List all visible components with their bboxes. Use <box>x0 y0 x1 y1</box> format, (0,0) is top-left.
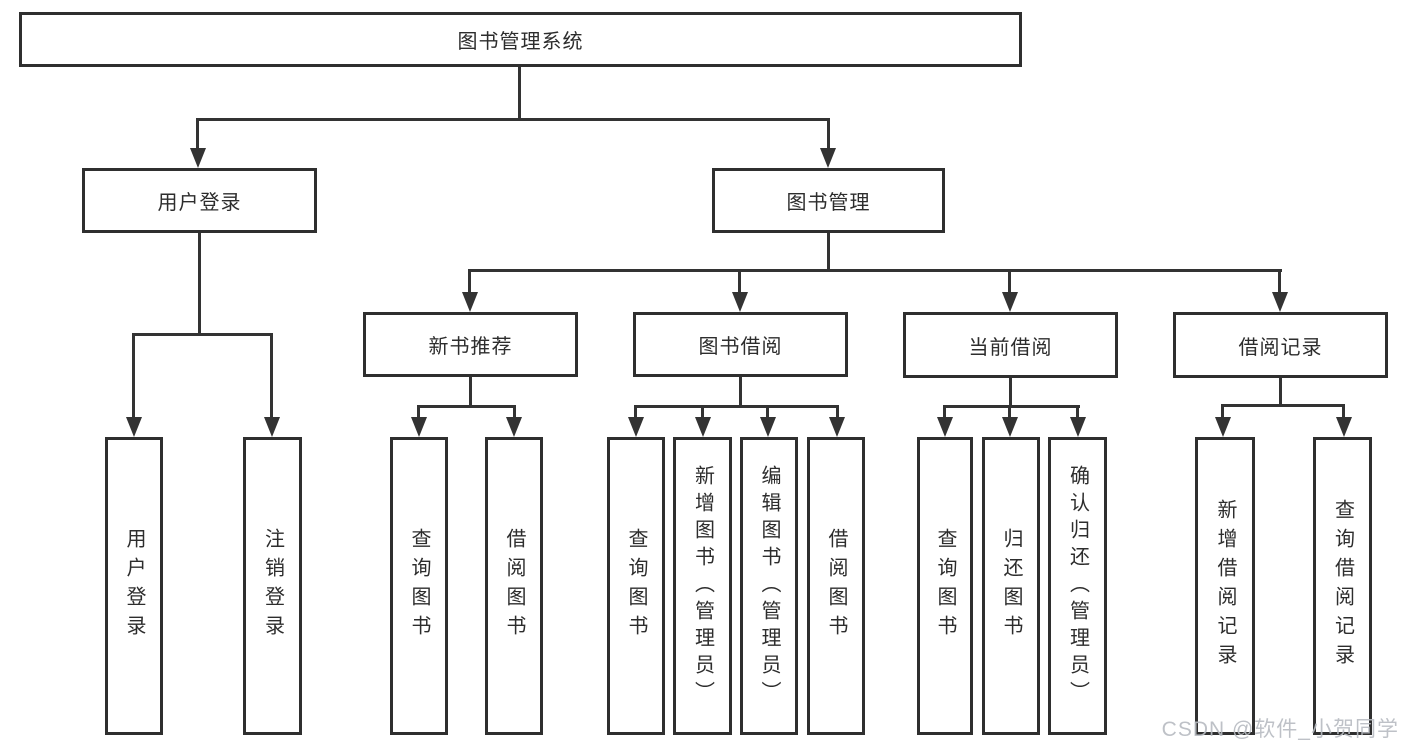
node-user-login-label: 用户登录 <box>157 192 242 214</box>
connector-drop <box>132 335 135 419</box>
leaf-query-book-borrow-label: 查询图书 <box>625 528 647 644</box>
connector-drop <box>417 407 420 419</box>
arrow-down-icon <box>820 148 836 168</box>
leaf-logout-label: 注销登录 <box>261 528 284 644</box>
connector-drop <box>827 120 830 150</box>
leaf-query-borrow-record: 查询借阅记录 <box>1313 437 1372 735</box>
arrow-down-icon <box>411 417 427 437</box>
leaf-borrow-book-recommend-label: 借阅图书 <box>503 528 525 644</box>
csdn-watermark: CSDN @软件_小贺同学 <box>1161 718 1399 741</box>
connector-bookmgmt-rail <box>468 269 1282 272</box>
leaf-logout: 注销登录 <box>243 437 302 735</box>
connector-drop <box>1076 407 1079 419</box>
leaf-confirm-return-admin-label: 确认归还（管理员） <box>1066 464 1089 708</box>
connector-bookmgmt-stem <box>827 233 830 271</box>
leaf-query-book-borrow: 查询图书 <box>607 437 665 735</box>
connector-borrow-rail <box>634 405 839 408</box>
leaf-confirm-return-admin: 确认归还（管理员） <box>1048 437 1107 735</box>
node-book-borrow: 图书借阅 <box>633 312 848 377</box>
connector-root-rail <box>196 118 830 121</box>
node-book-management-label: 图书管理 <box>786 192 871 214</box>
connector-drop <box>1008 407 1011 419</box>
node-root-label: 图书管理系统 <box>457 31 584 53</box>
node-borrow-records: 借阅记录 <box>1173 312 1388 378</box>
leaf-query-borrow-record-label: 查询借阅记录 <box>1331 499 1354 673</box>
connector-borrow-stem <box>739 377 742 407</box>
connector-drop <box>468 271 471 295</box>
node-book-borrow-label: 图书借阅 <box>698 336 783 358</box>
arrow-down-icon <box>462 292 478 312</box>
node-user-login: 用户登录 <box>82 168 317 233</box>
arrow-down-icon <box>190 148 206 168</box>
connector-userlogin-rail <box>132 333 273 336</box>
connector-records-stem <box>1279 378 1282 406</box>
connector-drop <box>270 335 273 419</box>
connector-drop <box>1342 406 1345 419</box>
leaf-add-book-admin: 新增图书（管理员） <box>673 437 732 735</box>
node-root: 图书管理系统 <box>19 12 1022 67</box>
connector-drop <box>766 407 769 419</box>
connector-drop <box>1008 271 1011 295</box>
arrow-down-icon <box>264 417 280 437</box>
connector-newbook-rail <box>417 405 516 408</box>
arrow-down-icon <box>126 417 142 437</box>
connector-current-rail <box>943 405 1080 408</box>
connector-drop <box>1221 406 1224 419</box>
arrow-down-icon <box>937 417 953 437</box>
node-new-book-recommend: 新书推荐 <box>363 312 578 377</box>
node-current-borrow-label: 当前借阅 <box>968 336 1053 359</box>
leaf-query-book-recommend: 查询图书 <box>390 437 448 735</box>
arrow-down-icon <box>1272 292 1288 312</box>
arrow-down-icon <box>628 417 644 437</box>
connector-drop <box>738 271 741 295</box>
leaf-add-borrow-record: 新增借阅记录 <box>1195 437 1255 735</box>
connector-current-stem <box>1009 377 1012 407</box>
leaf-return-book-label: 归还图书 <box>1000 528 1022 644</box>
leaf-borrow-book: 借阅图书 <box>807 437 865 735</box>
node-new-book-recommend-label: 新书推荐 <box>428 336 513 358</box>
arrow-down-icon <box>506 417 522 437</box>
connector-drop <box>196 120 199 150</box>
node-book-management: 图书管理 <box>712 168 945 233</box>
connector-drop <box>1278 271 1281 295</box>
arrow-down-icon <box>1002 292 1018 312</box>
arrow-down-icon <box>1070 417 1086 437</box>
connector-newbook-stem <box>469 377 472 407</box>
leaf-borrow-book-recommend: 借阅图书 <box>485 437 543 735</box>
arrow-down-icon <box>760 417 776 437</box>
leaf-query-book-current-label: 查询图书 <box>934 528 956 644</box>
arrow-down-icon <box>695 417 711 437</box>
connector-drop <box>836 407 839 419</box>
arrow-down-icon <box>1002 417 1018 437</box>
leaf-add-book-admin-label: 新增图书（管理员） <box>691 464 714 708</box>
leaf-add-borrow-record-label: 新增借阅记录 <box>1214 499 1236 673</box>
leaf-user-login: 用户登录 <box>105 437 163 735</box>
connector-drop <box>513 407 516 419</box>
node-current-borrow: 当前借阅 <box>903 312 1118 378</box>
connector-drop <box>634 407 637 419</box>
connector-records-rail <box>1221 404 1345 407</box>
leaf-user-login-label: 用户登录 <box>123 528 145 644</box>
arrow-down-icon <box>829 417 845 437</box>
connector-drop <box>943 407 946 419</box>
connector-userlogin-stem <box>198 233 201 335</box>
leaf-return-book: 归还图书 <box>982 437 1040 735</box>
arrow-down-icon <box>1215 417 1231 437</box>
arrow-down-icon <box>1336 417 1352 437</box>
connector-root-stem <box>518 67 521 120</box>
leaf-borrow-book-label: 借阅图书 <box>825 528 847 644</box>
leaf-query-book-recommend-label: 查询图书 <box>408 528 430 644</box>
leaf-edit-book-admin-label: 编辑图书（管理员） <box>758 464 780 708</box>
node-borrow-records-label: 借阅记录 <box>1238 336 1323 359</box>
leaf-edit-book-admin: 编辑图书（管理员） <box>740 437 798 735</box>
leaf-query-book-current: 查询图书 <box>917 437 973 735</box>
connector-drop <box>701 407 704 419</box>
arrow-down-icon <box>732 292 748 312</box>
